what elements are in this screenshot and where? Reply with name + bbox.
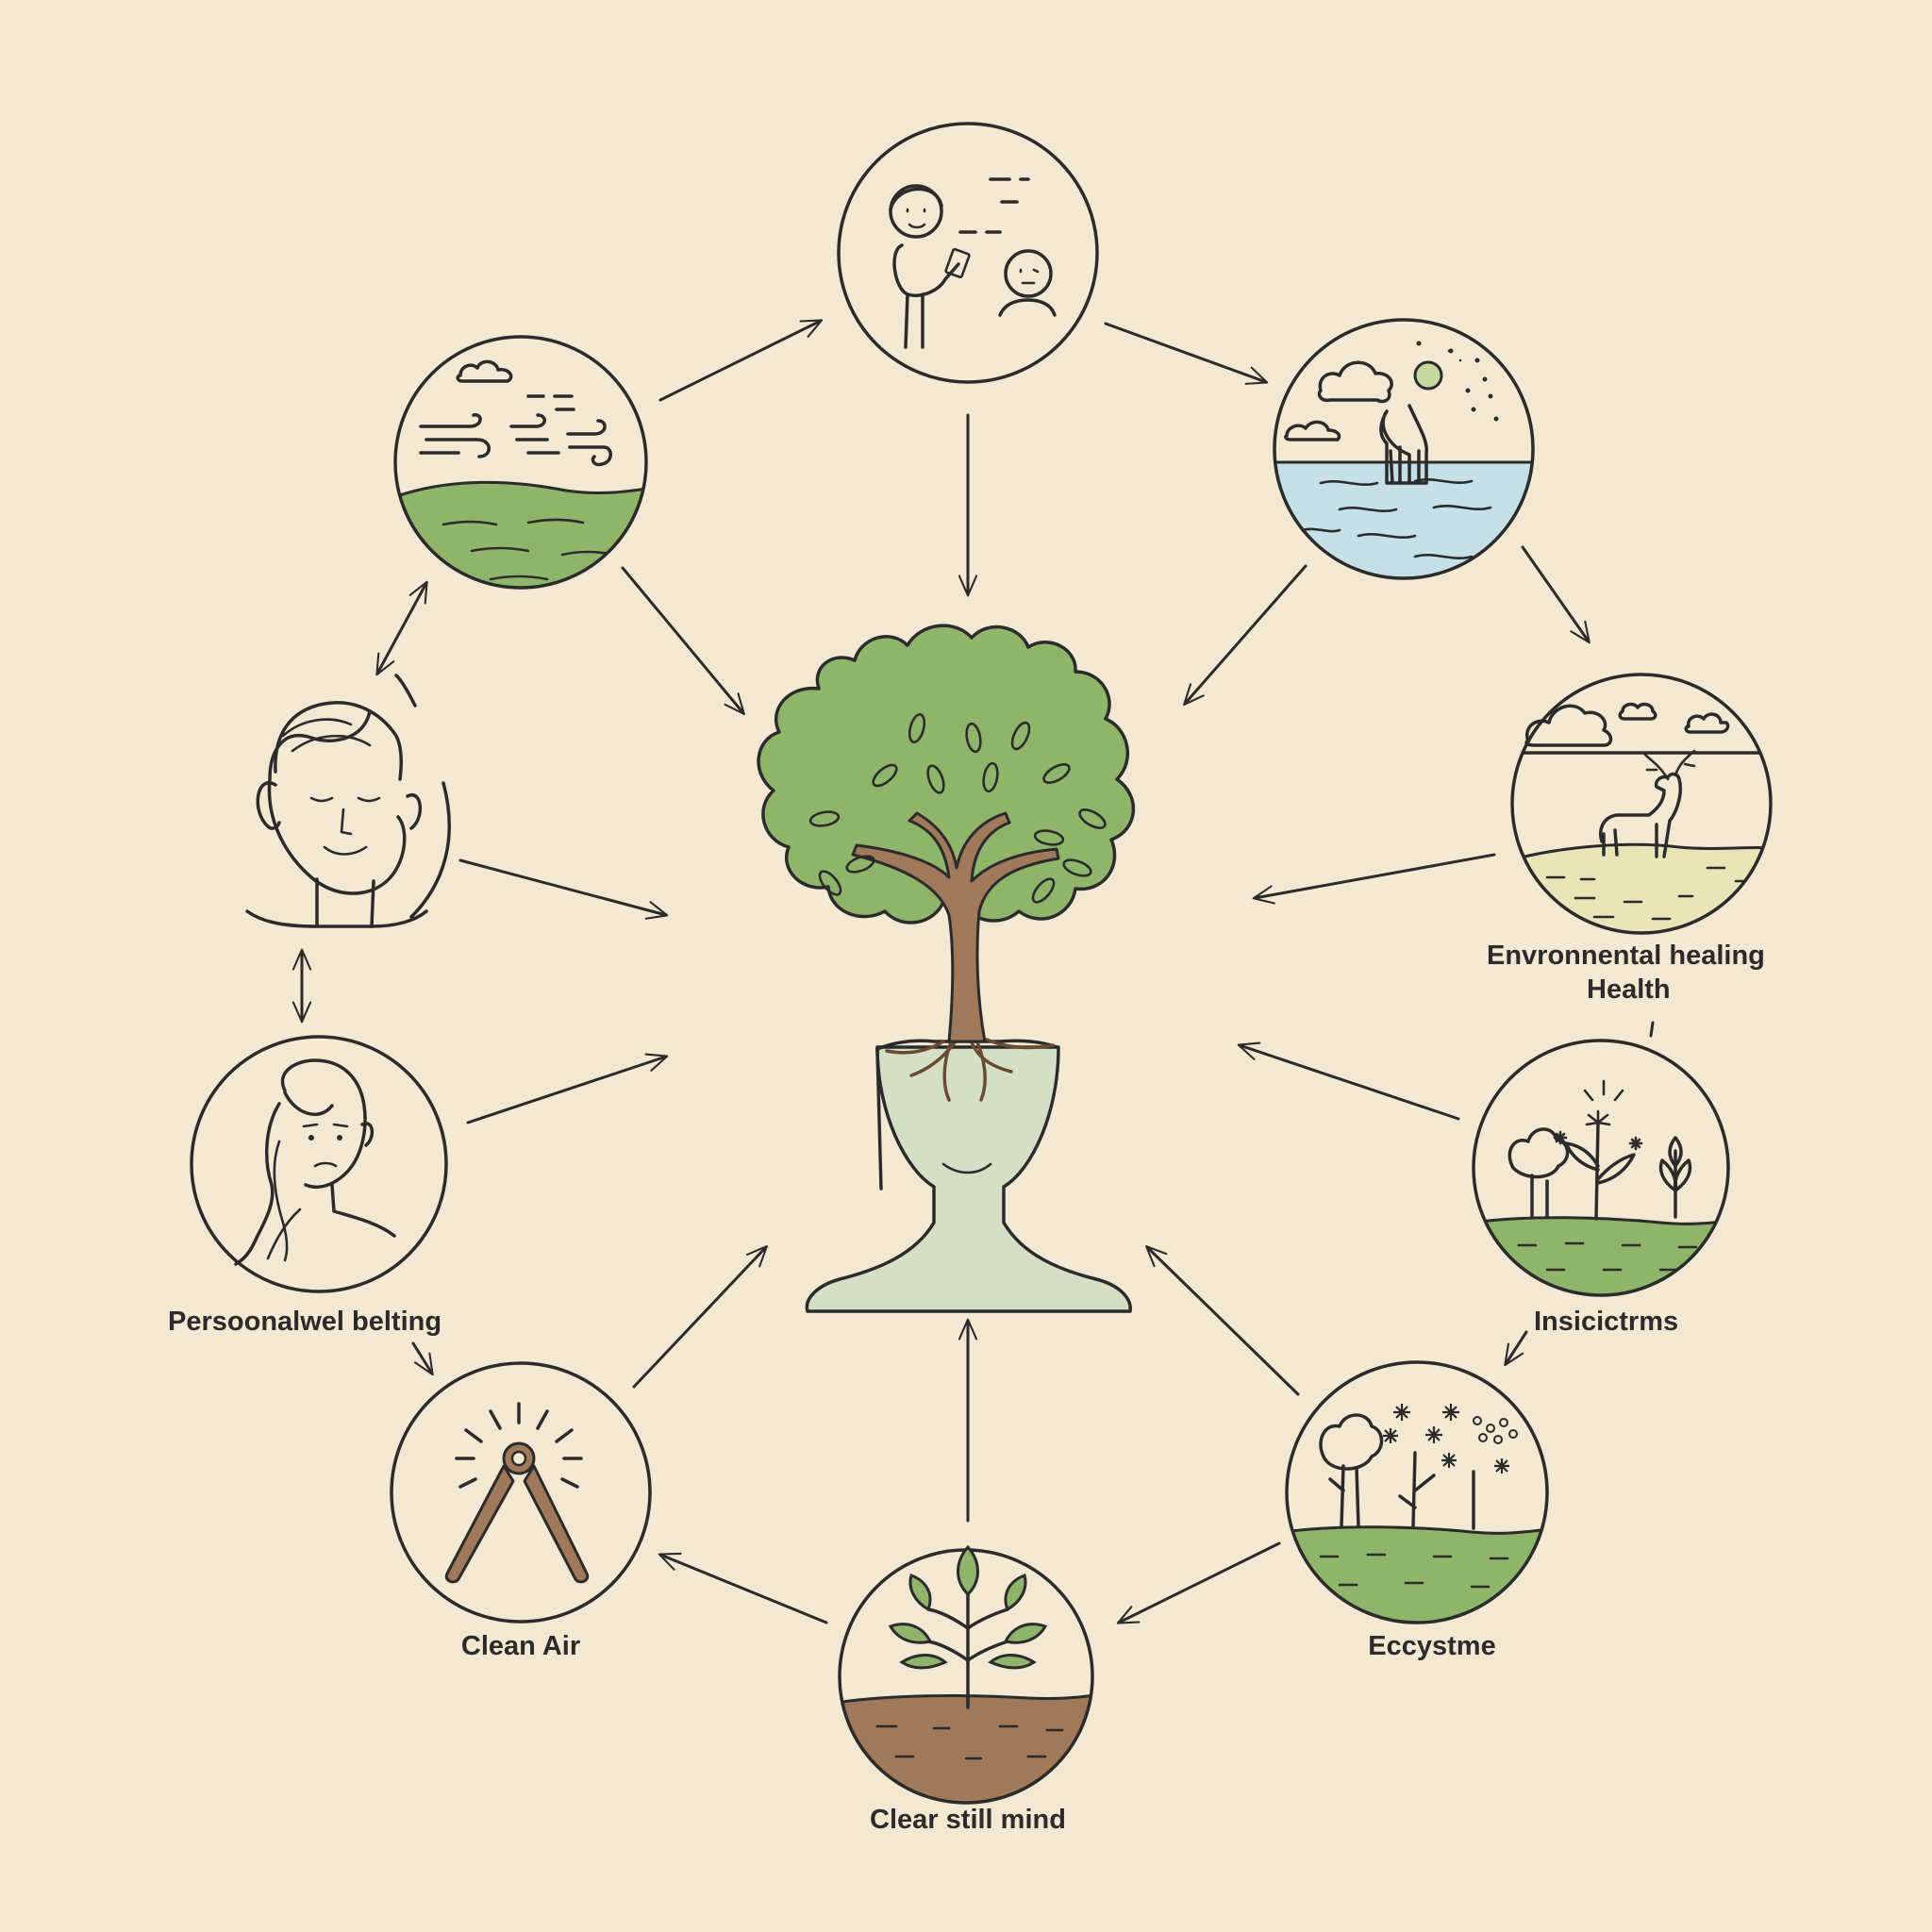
tree-growing-from-head-icon: [757, 624, 1135, 1313]
garden-flowers-icon: [1285, 1360, 1549, 1624]
arrow-wind-calmface: [375, 580, 428, 676]
two-people-talking-icon: [837, 122, 1099, 384]
arrow-plants-to-center: [1237, 1041, 1460, 1121]
label-insights: Insicictrms: [1534, 1307, 1679, 1337]
arrow-water-to-center: [1183, 564, 1307, 707]
center-head-shape: [805, 1045, 1132, 1313]
plants-sun-icon: [1472, 1039, 1730, 1297]
ocean-landscape-icon: [1273, 318, 1535, 580]
center-head-smile: [941, 1162, 992, 1174]
arrow-wind-to-center: [621, 566, 745, 716]
label-environmental-healing: Envronnental healing: [1487, 941, 1765, 971]
label-clear-mind: Clear still mind: [870, 1805, 1066, 1835]
label-personal-wellbeing: Persoonalwel belting: [168, 1307, 442, 1337]
calm-face-icon: [245, 674, 451, 928]
connector-arrows: [291, 319, 1655, 1624]
canopy-leaves: [808, 713, 1107, 904]
sprout-soil-icon: [838, 1544, 1094, 1805]
health-tick: [1649, 1021, 1655, 1038]
tree-canopy: [757, 624, 1135, 924]
arrow-communication-to-water: [1104, 322, 1269, 385]
arrow-cleanair-to-center: [632, 1245, 768, 1389]
deer-landscape-icon: [1510, 673, 1773, 935]
arrow-ecosystem-to-sprout: [1116, 1541, 1281, 1624]
label-clean-air: Clean Air: [460, 1631, 581, 1661]
arrow-insights-to-ecosystem: [1504, 1330, 1528, 1367]
tree-trunk: [851, 811, 1060, 1043]
arrow-calmface-to-center: [458, 858, 669, 920]
arrow-ecosystem-to-center: [1145, 1245, 1300, 1396]
tool-sun-icon: [390, 1361, 652, 1624]
arrow-water-to-deer: [1521, 545, 1591, 644]
label-ecosystem: Eccystme: [1368, 1631, 1496, 1661]
arrow-wellbeing-to-cleanair: [411, 1341, 434, 1376]
arrow-woman-to-center: [466, 1053, 669, 1124]
arrow-deer-to-center: [1252, 853, 1496, 905]
label-health: Health: [1587, 974, 1671, 1005]
wind-over-field-icon: [393, 335, 648, 590]
center-head-left-outline: [875, 1047, 883, 1191]
thoughtful-woman-icon: [190, 1035, 448, 1293]
arrow-sprout-to-cleanair: [658, 1552, 828, 1624]
arrow-wind-to-communication: [658, 319, 824, 402]
